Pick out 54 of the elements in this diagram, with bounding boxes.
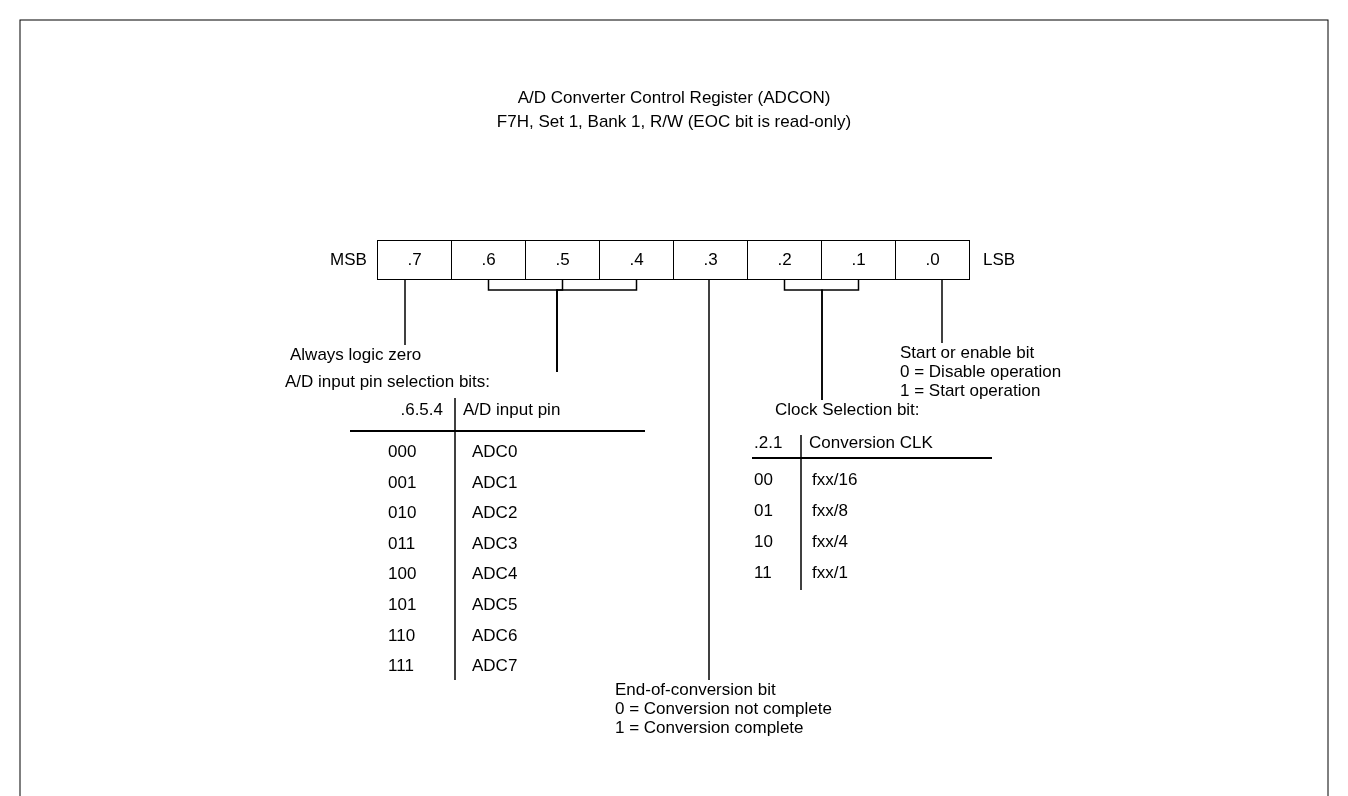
value-description: 1 = Conversion complete	[615, 718, 805, 737]
table-cell: 10	[754, 532, 773, 551]
column-header: A/D input pin	[463, 400, 561, 419]
column-header: .2.1	[754, 433, 783, 452]
table-cell: 11	[754, 563, 772, 582]
register-bit-cell: .5	[525, 240, 600, 280]
table-cell: ADC3	[472, 533, 518, 553]
table-cell: fxx/4	[812, 532, 848, 551]
register-subtitle: F7H, Set 1, Bank 1, R/W (EOC bit is read-only)	[496, 112, 852, 131]
register-title: A/D Converter Control Register (ADCON)	[517, 88, 831, 107]
leader-line	[404, 279, 406, 346]
register-bit-cell: .4	[599, 240, 674, 280]
table-heading: Clock Selection bit:	[775, 400, 920, 419]
table-cell: ADC4	[472, 564, 518, 584]
table-cell: 101	[388, 595, 417, 614]
lsb-label: LSB	[983, 250, 1016, 269]
table-cell: ADC1	[472, 472, 518, 492]
table-cell: ADC6	[472, 625, 518, 645]
value-description: 1 = Start operation	[900, 381, 1042, 400]
table-cell: ADC0	[472, 442, 518, 461]
table-cell: 100	[388, 564, 417, 584]
register-bit-cell: .0	[895, 240, 970, 280]
table-cell: 000	[388, 442, 417, 461]
table-cell: fxx/1	[812, 563, 848, 582]
leader-line	[708, 279, 710, 681]
table-cell: 011	[388, 533, 416, 553]
leader-line	[821, 279, 860, 401]
table-cell: 01	[754, 501, 773, 520]
table-cell: 001	[388, 472, 417, 492]
msb-label: MSB	[330, 250, 367, 269]
value-description: 0 = Conversion not complete	[615, 699, 832, 718]
table-cell: fxx/8	[812, 501, 848, 520]
bit-description: End-of-conversion bit	[615, 680, 777, 699]
table-cell: fxx/16	[812, 470, 858, 489]
column-header: Conversion CLK	[809, 433, 933, 452]
table-cell: 010	[388, 503, 417, 523]
register-bit-cell: .3	[673, 240, 748, 280]
value-description: 0 = Disable operation	[900, 362, 1062, 381]
bit-description: Always logic zero	[290, 345, 422, 364]
column-header: .6.5.4	[400, 400, 443, 419]
table-cell: 111	[388, 656, 414, 676]
table-cell: ADC5	[472, 595, 518, 614]
register-bit-cell: .7	[377, 240, 452, 280]
table-cell: 110	[388, 625, 416, 645]
table-cell: 00	[754, 470, 773, 489]
leader-line	[556, 279, 638, 373]
leader-line	[941, 279, 943, 344]
table-heading: A/D input pin selection bits:	[285, 372, 491, 391]
register-bit-cell: .2	[747, 240, 822, 280]
register-bit-cell: .1	[821, 240, 896, 280]
bit-description: Start or enable bit	[900, 343, 1036, 362]
table-cell: ADC7	[472, 656, 518, 676]
table-cell: ADC2	[472, 503, 518, 523]
register-bit-cell: .6	[451, 240, 526, 280]
